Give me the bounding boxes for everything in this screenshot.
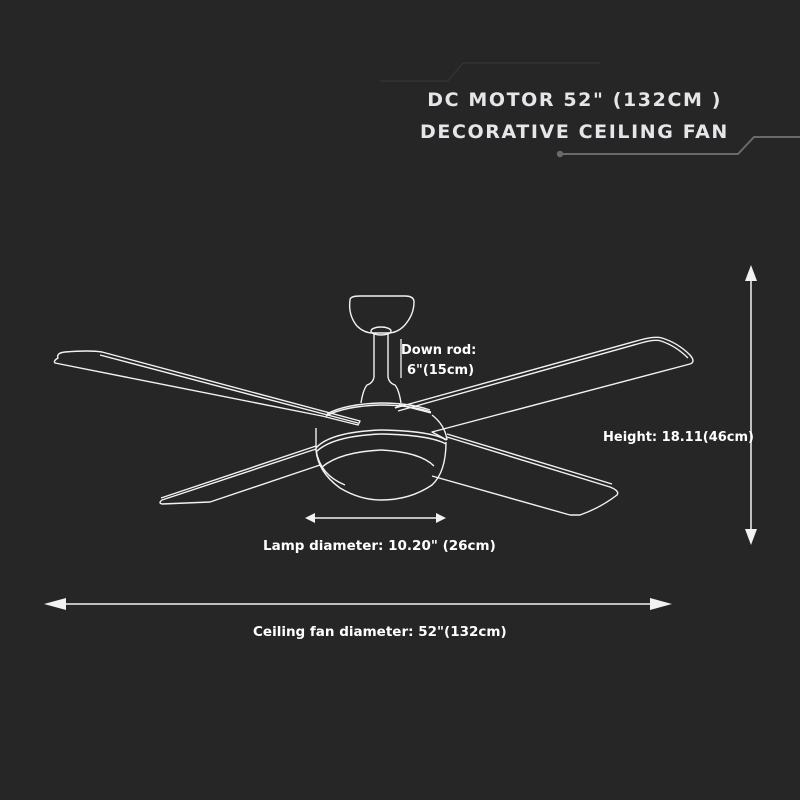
down-rod [360,333,402,404]
blade-lower-left [159,448,321,505]
blade-lower-right [431,436,619,516]
fan-diameter-arrow [44,598,672,610]
motor-housing [326,402,431,415]
title-line-1: DC MOTOR 52" (132CM ) [427,89,722,111]
height-label: Height: 18.11(46cm) [603,430,754,445]
ceiling-fan-outline [53,295,694,516]
fan-diameter-label: Ceiling fan diameter: 52"(132cm) [253,624,507,640]
height-arrow [745,265,757,545]
blade-upper-left [53,350,361,426]
title-line-2: DECORATIVE CEILING FAN [420,121,729,143]
down-rod-value: 6"(15cm) [407,363,475,378]
down-rod-title: Down rod: [401,343,477,358]
lamp-diameter-label: Lamp diameter: 10.20" (26cm) [263,538,496,554]
product-title: DC MOTOR 52" (132CM ) DECORATIVE CEILING… [420,84,780,148]
down-rod-label: Down rod: 6"(15cm) [401,341,476,381]
title-decoration [379,62,800,158]
canopy [348,295,415,334]
blade-upper-right [394,336,694,441]
lamp-diameter-arrow [305,513,446,523]
lamp-globe [315,441,447,501]
